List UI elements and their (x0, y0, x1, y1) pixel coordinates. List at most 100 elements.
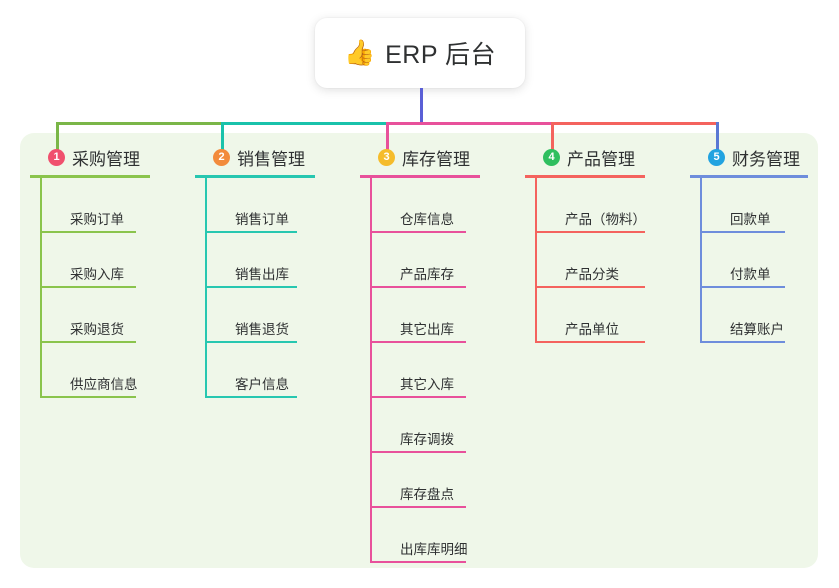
menu-item-label: 产品（物料） (565, 212, 646, 227)
menu-item[interactable]: 销售退货 (205, 288, 350, 343)
thumbs-up-icon: 👍 (343, 38, 376, 67)
menu-item-label: 产品分类 (565, 267, 619, 282)
menu-item[interactable]: 产品单位 (535, 288, 685, 343)
column-drop-1 (56, 122, 59, 155)
menu-item[interactable]: 其它出库 (370, 288, 520, 343)
column-title: 产品管理 (567, 149, 635, 169)
menu-item-rule (40, 286, 136, 288)
menu-item-rule (700, 286, 785, 288)
column-number-badge: 4 (543, 148, 560, 166)
menu-item-rule (370, 341, 466, 343)
column-drop-4 (551, 122, 554, 155)
menu-item[interactable]: 产品（物料） (535, 178, 685, 233)
menu-item[interactable]: 销售出库 (205, 233, 350, 288)
column-5: 5 财务管理回款单付款单结算账户 (690, 145, 818, 343)
menu-item-rule (205, 396, 297, 398)
menu-item-label: 库存盘点 (400, 487, 454, 502)
menu-item-rule (205, 341, 297, 343)
branch-spine (370, 178, 372, 563)
menu-item-rule (535, 231, 645, 233)
column-branch-5: 回款单付款单结算账户 (700, 178, 818, 343)
menu-item-label: 其它入库 (400, 377, 454, 392)
column-branch-3: 仓库信息产品库存其它出库其它入库库存调拨库存盘点出库库明细 (370, 178, 520, 563)
column-title: 采购管理 (72, 149, 140, 169)
diagram-panel (20, 133, 818, 568)
column-header-2[interactable]: 2 销售管理 (195, 145, 350, 169)
menu-item-rule (700, 231, 785, 233)
menu-item[interactable]: 供应商信息 (40, 343, 185, 398)
column-number-badge: 5 (708, 148, 725, 166)
page-title: ERP 后台 (385, 41, 497, 69)
branch-spine (205, 178, 207, 398)
menu-item-rule (370, 561, 466, 563)
menu-item[interactable]: 仓库信息 (370, 178, 520, 233)
column-4: 4 产品管理产品（物料） 产品分类产品单位 (525, 145, 685, 343)
column-drop-2 (221, 122, 224, 155)
column-branch-2: 销售订单销售出库销售退货客户信息 (205, 178, 350, 398)
column-number-badge: 3 (378, 148, 395, 166)
column-number-badge: 2 (213, 148, 230, 166)
column-2: 2 销售管理销售订单销售出库销售退货客户信息 (195, 145, 350, 398)
menu-item-rule (700, 341, 785, 343)
menu-item[interactable]: 回款单 (700, 178, 818, 233)
menu-item-label: 产品单位 (565, 322, 619, 337)
menu-item[interactable]: 产品分类 (535, 233, 685, 288)
menu-item-label: 采购订单 (70, 212, 124, 227)
menu-item-label: 采购入库 (70, 267, 124, 282)
menu-item[interactable]: 付款单 (700, 233, 818, 288)
menu-item[interactable]: 库存调拨 (370, 398, 520, 453)
menu-item-label: 销售出库 (235, 267, 289, 282)
column-3: 3 库存管理仓库信息产品库存其它出库其它入库库存调拨库存盘点出库库明细 (360, 145, 520, 563)
menu-item[interactable]: 采购退货 (40, 288, 185, 343)
menu-item-label: 产品库存 (400, 267, 454, 282)
column-title: 财务管理 (732, 149, 800, 169)
menu-item-label: 销售订单 (235, 212, 289, 227)
menu-item[interactable]: 结算账户 (700, 288, 818, 343)
column-header-rule (360, 175, 480, 178)
branch-spine (535, 178, 537, 343)
menu-item-rule (205, 231, 297, 233)
trunk-connector (420, 88, 423, 125)
menu-item-label: 采购退货 (70, 322, 124, 337)
column-branch-1: 采购订单采购入库采购退货供应商信息 (40, 178, 185, 398)
menu-item-rule (370, 231, 466, 233)
menu-item-label: 其它出库 (400, 322, 454, 337)
menu-item-rule (370, 396, 466, 398)
menu-item[interactable]: 其它入库 (370, 343, 520, 398)
column-title: 库存管理 (402, 149, 470, 169)
menu-item-rule (370, 286, 466, 288)
column-header-rule (525, 175, 645, 178)
menu-item[interactable]: 采购订单 (40, 178, 185, 233)
menu-item[interactable]: 产品库存 (370, 233, 520, 288)
menu-item-rule (40, 231, 136, 233)
menu-item[interactable]: 库存盘点 (370, 453, 520, 508)
menu-item-rule (535, 341, 645, 343)
menu-item-label: 仓库信息 (400, 212, 454, 227)
menu-item[interactable]: 客户信息 (205, 343, 350, 398)
bus-segment-2 (221, 122, 389, 125)
menu-item-rule (370, 451, 466, 453)
column-drop-3 (386, 122, 389, 155)
menu-item-label: 结算账户 (730, 322, 784, 337)
menu-item-label: 回款单 (730, 212, 771, 227)
menu-item-rule (370, 506, 466, 508)
menu-item-label: 出库库明细 (400, 542, 468, 557)
column-header-rule (195, 175, 315, 178)
column-header-3[interactable]: 3 库存管理 (360, 145, 520, 169)
menu-item-label: 客户信息 (235, 377, 289, 392)
branch-spine (700, 178, 702, 343)
menu-item[interactable]: 出库库明细 (370, 508, 520, 563)
menu-item-label: 库存调拨 (400, 432, 454, 447)
root-title-card[interactable]: 👍 ERP 后台 (315, 18, 525, 88)
menu-item[interactable]: 销售订单 (205, 178, 350, 233)
branch-spine (40, 178, 42, 398)
menu-item[interactable]: 采购入库 (40, 233, 185, 288)
menu-item-rule (40, 341, 136, 343)
column-header-4[interactable]: 4 产品管理 (525, 145, 685, 169)
menu-item-label: 付款单 (730, 267, 771, 282)
column-title: 销售管理 (237, 149, 305, 169)
menu-item-rule (40, 396, 136, 398)
menu-item-rule (535, 286, 645, 288)
column-header-5[interactable]: 5 财务管理 (690, 145, 818, 169)
